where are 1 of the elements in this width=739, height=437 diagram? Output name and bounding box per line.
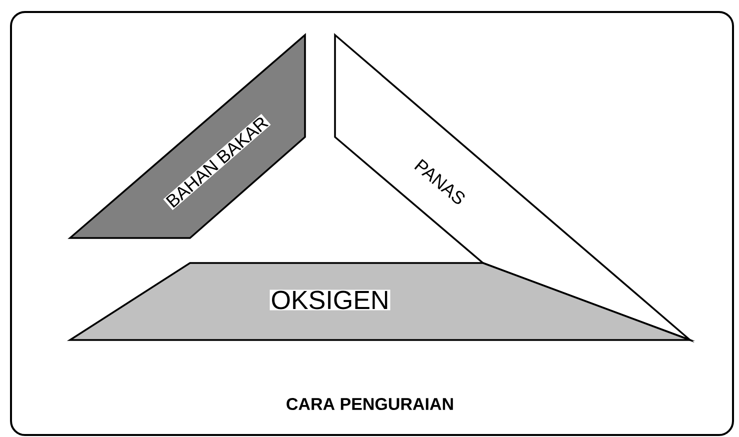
- caption: CARA PENGURAIAN: [286, 398, 453, 410]
